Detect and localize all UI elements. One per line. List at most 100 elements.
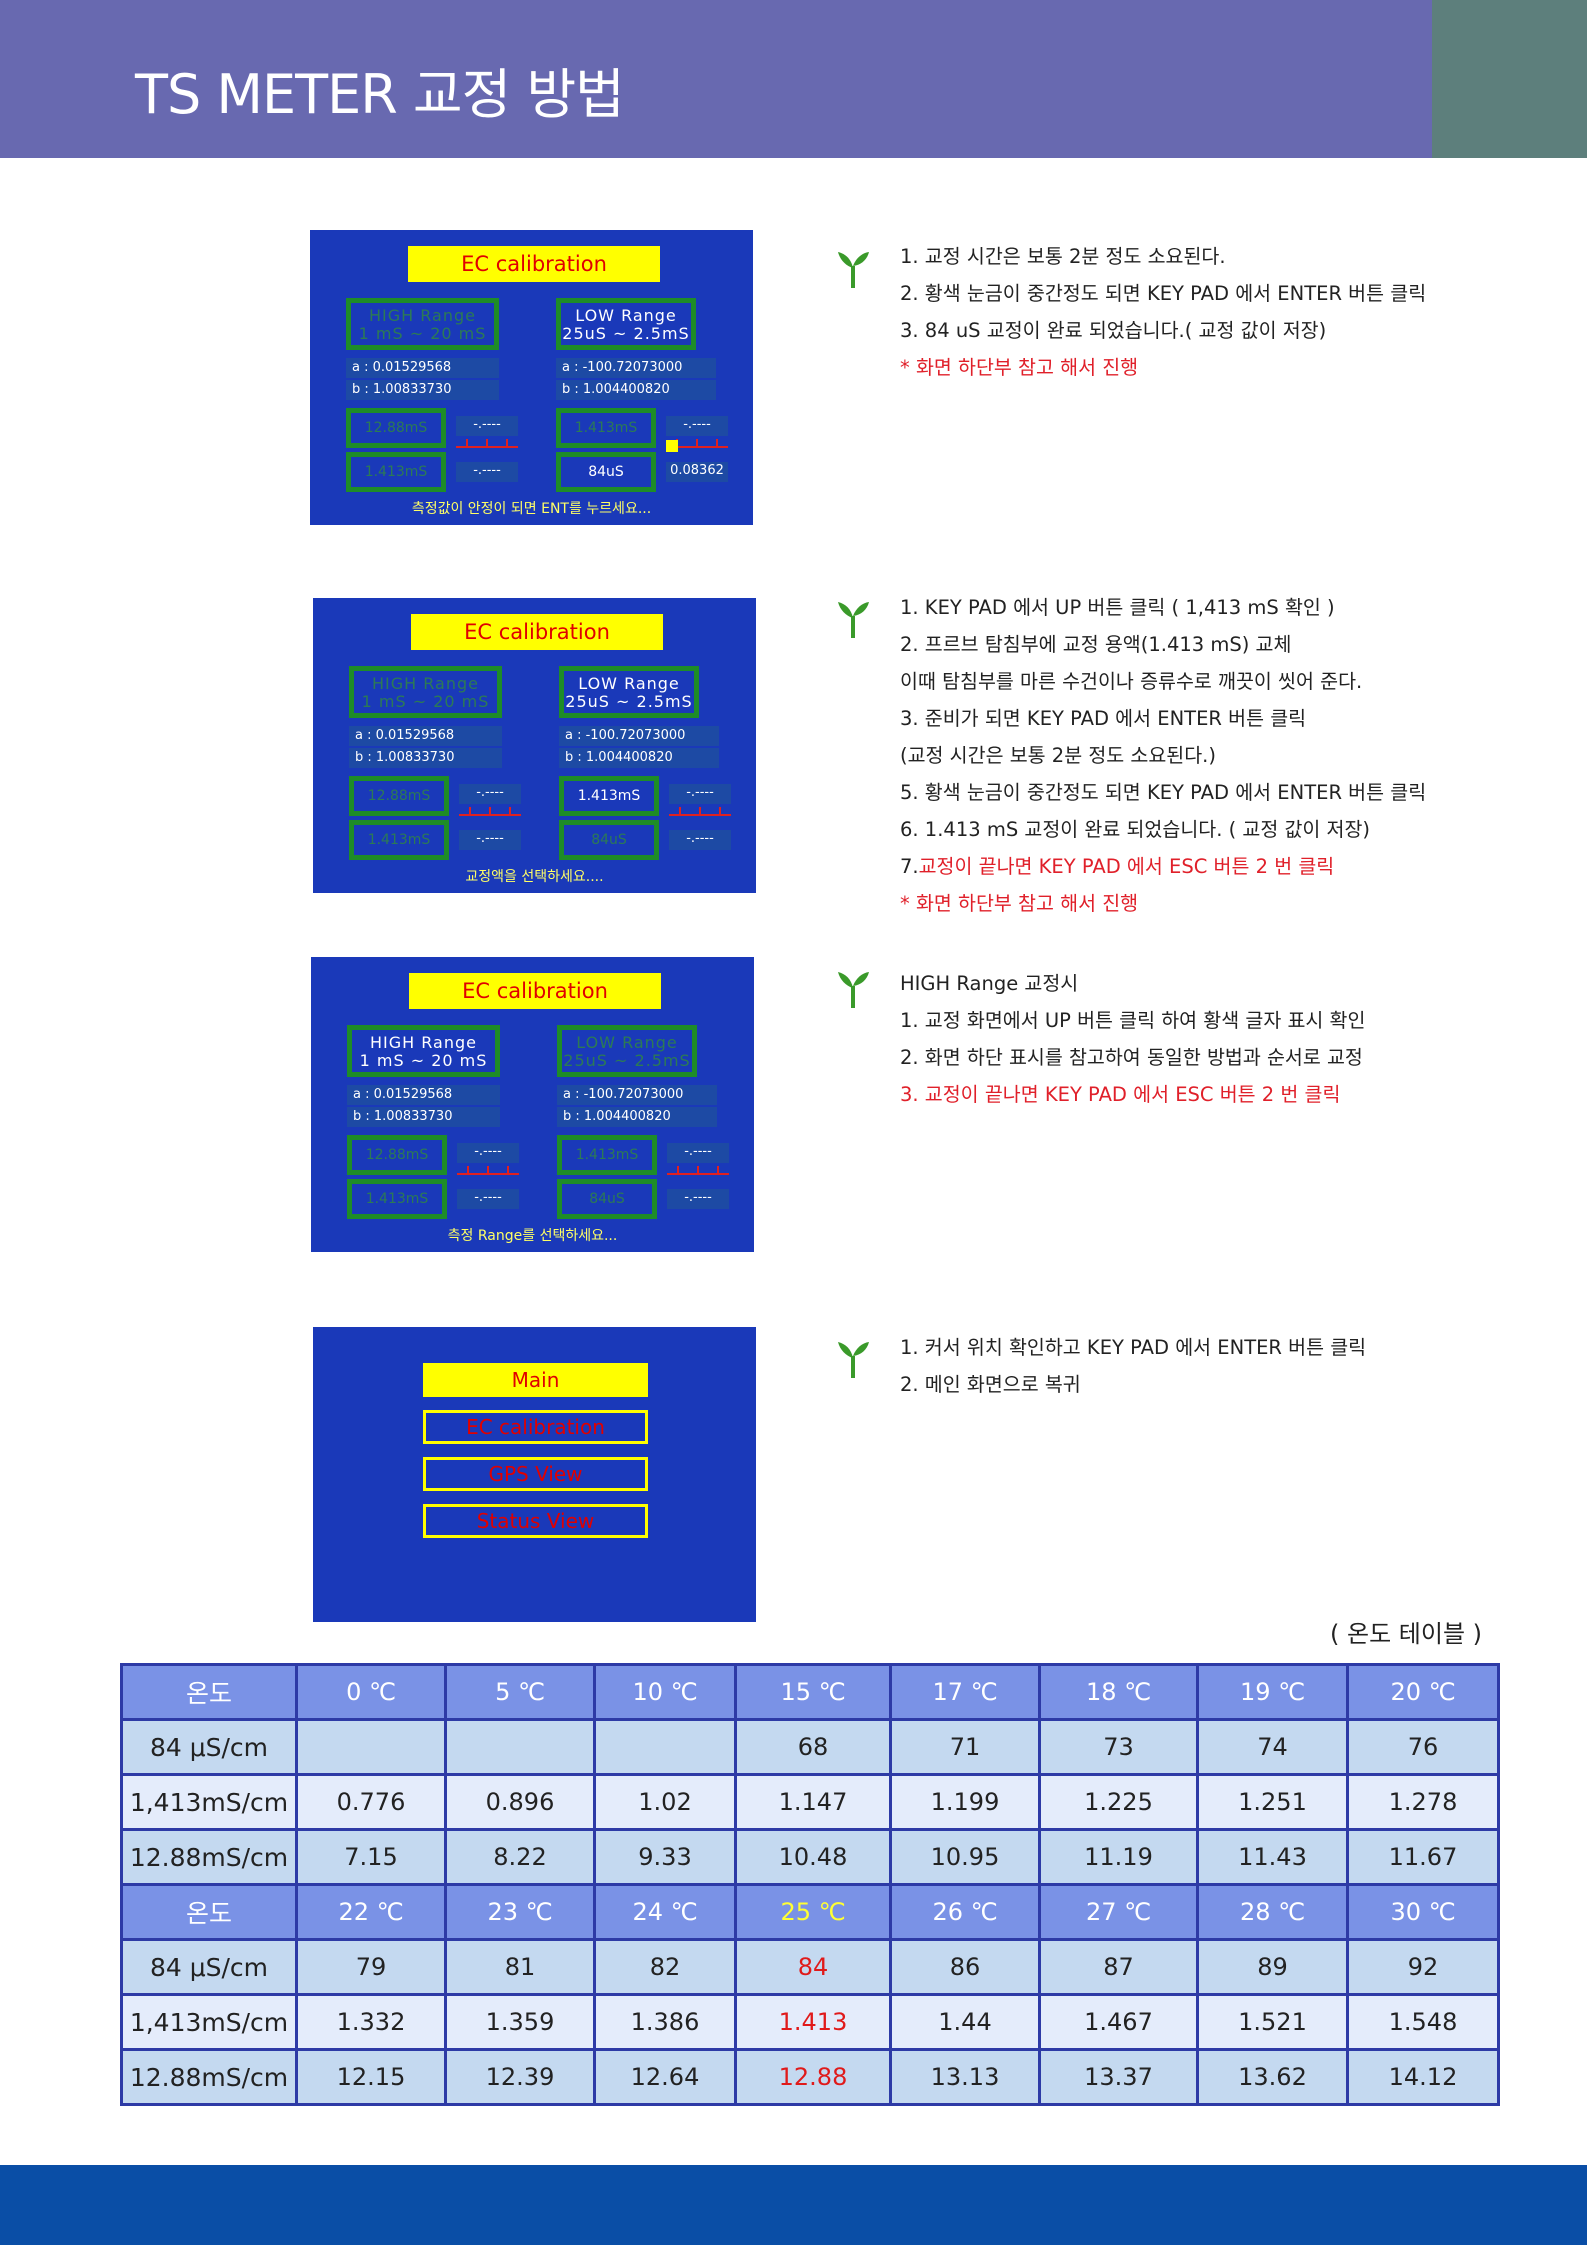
table-cell: 11.43 bbox=[1196, 1828, 1349, 1886]
high-range-box: HIGH Range 1 mS ~ 20 mS bbox=[347, 1025, 500, 1077]
high-range-label: HIGH Range bbox=[369, 306, 476, 325]
note-line: 2. 황색 눈금이 중간정도 되면 KEY PAD 에서 ENTER 버튼 클릭 bbox=[900, 282, 1427, 305]
table-cell bbox=[593, 1718, 737, 1776]
value-dash: -.---- bbox=[457, 1189, 519, 1209]
row-label: 1,413mS/cm bbox=[120, 1993, 298, 2051]
scale-ticks bbox=[669, 806, 731, 816]
box-1-413ms: 1.413mS bbox=[346, 452, 446, 492]
table-cell: 10.95 bbox=[889, 1828, 1041, 1886]
high-range-values: 1 mS ~ 20 mS bbox=[361, 692, 490, 711]
note-line: 2. 화면 하단 표시를 참고하여 동일한 방법과 순서로 교정 bbox=[900, 1046, 1363, 1069]
box-1-413ms: 1.413mS bbox=[349, 820, 449, 860]
low-range-values: 25uS ~ 2.5mS bbox=[563, 1051, 691, 1070]
table-cell: 17 ℃ bbox=[889, 1663, 1041, 1721]
table-cell: 1.413 bbox=[734, 1993, 892, 2051]
table-cell: 1.225 bbox=[1038, 1773, 1199, 1831]
note-line: 1. KEY PAD 에서 UP 버튼 클릭 ( 1,413 mS 확인 ) bbox=[900, 596, 1335, 619]
table-cell: 19 ℃ bbox=[1196, 1663, 1349, 1721]
ec-calibration-screen-1: EC calibration HIGH Range 1 mS ~ 20 mS L… bbox=[310, 230, 753, 525]
table-cell: 7.15 bbox=[295, 1828, 447, 1886]
value-dash: -.---- bbox=[457, 1143, 519, 1163]
page-header bbox=[0, 0, 1432, 158]
table-cell: 89 bbox=[1196, 1938, 1349, 1996]
row-label: 1,413mS/cm bbox=[120, 1773, 298, 1831]
note-line-red: * 화면 하단부 참고 해서 진행 bbox=[900, 892, 1139, 915]
table-cell: 11.19 bbox=[1038, 1828, 1199, 1886]
note-line: HIGH Range 교정시 bbox=[900, 972, 1079, 995]
note-line: (교정 시간은 보통 2분 정도 소요된다.) bbox=[900, 744, 1216, 767]
coef-low-b: b : 1.004400820 bbox=[556, 380, 716, 400]
notes-block-1: 1. 교정 시간은 보통 2분 정도 소요된다. 2. 황색 눈금이 중간정도 … bbox=[900, 238, 1426, 386]
row-label: 온도 bbox=[120, 1883, 298, 1941]
low-range-values: 25uS ~ 2.5mS bbox=[565, 692, 693, 711]
table-cell: 15 ℃ bbox=[734, 1663, 892, 1721]
row-label: 84 μS/cm bbox=[120, 1718, 298, 1776]
table-cell: 18 ℃ bbox=[1038, 1663, 1199, 1721]
page-title: TS METER 교정 방법 bbox=[135, 63, 625, 126]
table-cell: 13.13 bbox=[889, 2048, 1041, 2106]
low-range-box: LOW Range 25uS ~ 2.5mS bbox=[557, 1025, 697, 1077]
table-cell: 84 bbox=[734, 1938, 892, 1996]
table-cell: 9.33 bbox=[593, 1828, 737, 1886]
high-range-box: HIGH Range 1 mS ~ 20 mS bbox=[349, 666, 502, 718]
table-cell: 8.22 bbox=[444, 1828, 596, 1886]
note-line: 1. 교정 시간은 보통 2분 정도 소요된다. bbox=[900, 245, 1226, 268]
table-cell: 10 ℃ bbox=[593, 1663, 737, 1721]
table-cell: 71 bbox=[889, 1718, 1041, 1776]
table-cell: 26 ℃ bbox=[889, 1883, 1041, 1941]
box-84us: 84uS bbox=[556, 452, 656, 492]
scale-ticks bbox=[667, 1165, 729, 1175]
high-range-box: HIGH Range 1 mS ~ 20 mS bbox=[346, 298, 499, 350]
table-cell: 1.467 bbox=[1038, 1993, 1199, 2051]
row-label: 84 μS/cm bbox=[120, 1938, 298, 1996]
table-cell: 13.37 bbox=[1038, 2048, 1199, 2106]
value-0-08362: 0.08362 bbox=[666, 462, 728, 482]
note-line: 3. 84 uS 교정이 완료 되었습니다.( 교정 값이 저장) bbox=[900, 319, 1327, 342]
coef-high-b: b : 1.00833730 bbox=[346, 380, 499, 400]
note-line: 2. 메인 화면으로 복귀 bbox=[900, 1373, 1081, 1396]
menu-ec-calibration: EC calibration bbox=[423, 1410, 648, 1444]
row-label: 12.88mS/cm bbox=[120, 1828, 298, 1886]
note-line: 이때 탐침부를 마른 수건이나 증류수로 깨끗이 씻어 준다. bbox=[900, 670, 1363, 693]
box-1-413ms: 1.413mS bbox=[556, 408, 656, 448]
table-cell: 73 bbox=[1038, 1718, 1199, 1776]
table-cell: 14.12 bbox=[1346, 2048, 1500, 2106]
table-cell: 1.521 bbox=[1196, 1993, 1349, 2051]
table-cell: 1.548 bbox=[1346, 1993, 1500, 2051]
table-cell: 1.386 bbox=[593, 1993, 737, 2051]
table-cell: 0.896 bbox=[444, 1773, 596, 1831]
table-cell bbox=[295, 1718, 447, 1776]
header-accent bbox=[1432, 0, 1587, 158]
value-dash: -.---- bbox=[666, 416, 728, 436]
box-84us: 84uS bbox=[559, 820, 659, 860]
screen-footer: 측정 Range를 선택하세요... bbox=[447, 1228, 618, 1244]
box-12-88ms: 12.88mS bbox=[349, 776, 449, 816]
low-range-label: LOW Range bbox=[576, 1033, 678, 1052]
table-cell: 86 bbox=[889, 1938, 1041, 1996]
screen-title: EC calibration bbox=[409, 973, 661, 1009]
table-cell: 24 ℃ bbox=[593, 1883, 737, 1941]
leaf-icon bbox=[838, 252, 869, 288]
table-cell: 23 ℃ bbox=[444, 1883, 596, 1941]
table-cell: 82 bbox=[593, 1938, 737, 1996]
ec-calibration-screen-2: EC calibration HIGH Range 1 mS ~ 20 mS L… bbox=[313, 598, 756, 893]
table-cell: 1.278 bbox=[1346, 1773, 1500, 1831]
low-range-label: LOW Range bbox=[575, 306, 677, 325]
row-label: 온도 bbox=[120, 1663, 298, 1721]
menu-main: Main bbox=[423, 1363, 648, 1397]
notes-block-4: 1. 커서 위치 확인하고 KEY PAD 에서 ENTER 버튼 클릭 2. … bbox=[900, 1329, 1366, 1403]
table-cell: 20 ℃ bbox=[1346, 1663, 1500, 1721]
table-cell: 25 ℃ bbox=[734, 1883, 892, 1941]
table-cell: 81 bbox=[444, 1938, 596, 1996]
table-cell: 12.88 bbox=[734, 2048, 892, 2106]
main-menu-screen: Main EC calibration GPS View Status View bbox=[313, 1327, 756, 1622]
table-cell: 1.44 bbox=[889, 1993, 1041, 2051]
coef-high-a: a : 0.01529568 bbox=[347, 1085, 500, 1105]
value-dash: -.---- bbox=[456, 462, 518, 482]
